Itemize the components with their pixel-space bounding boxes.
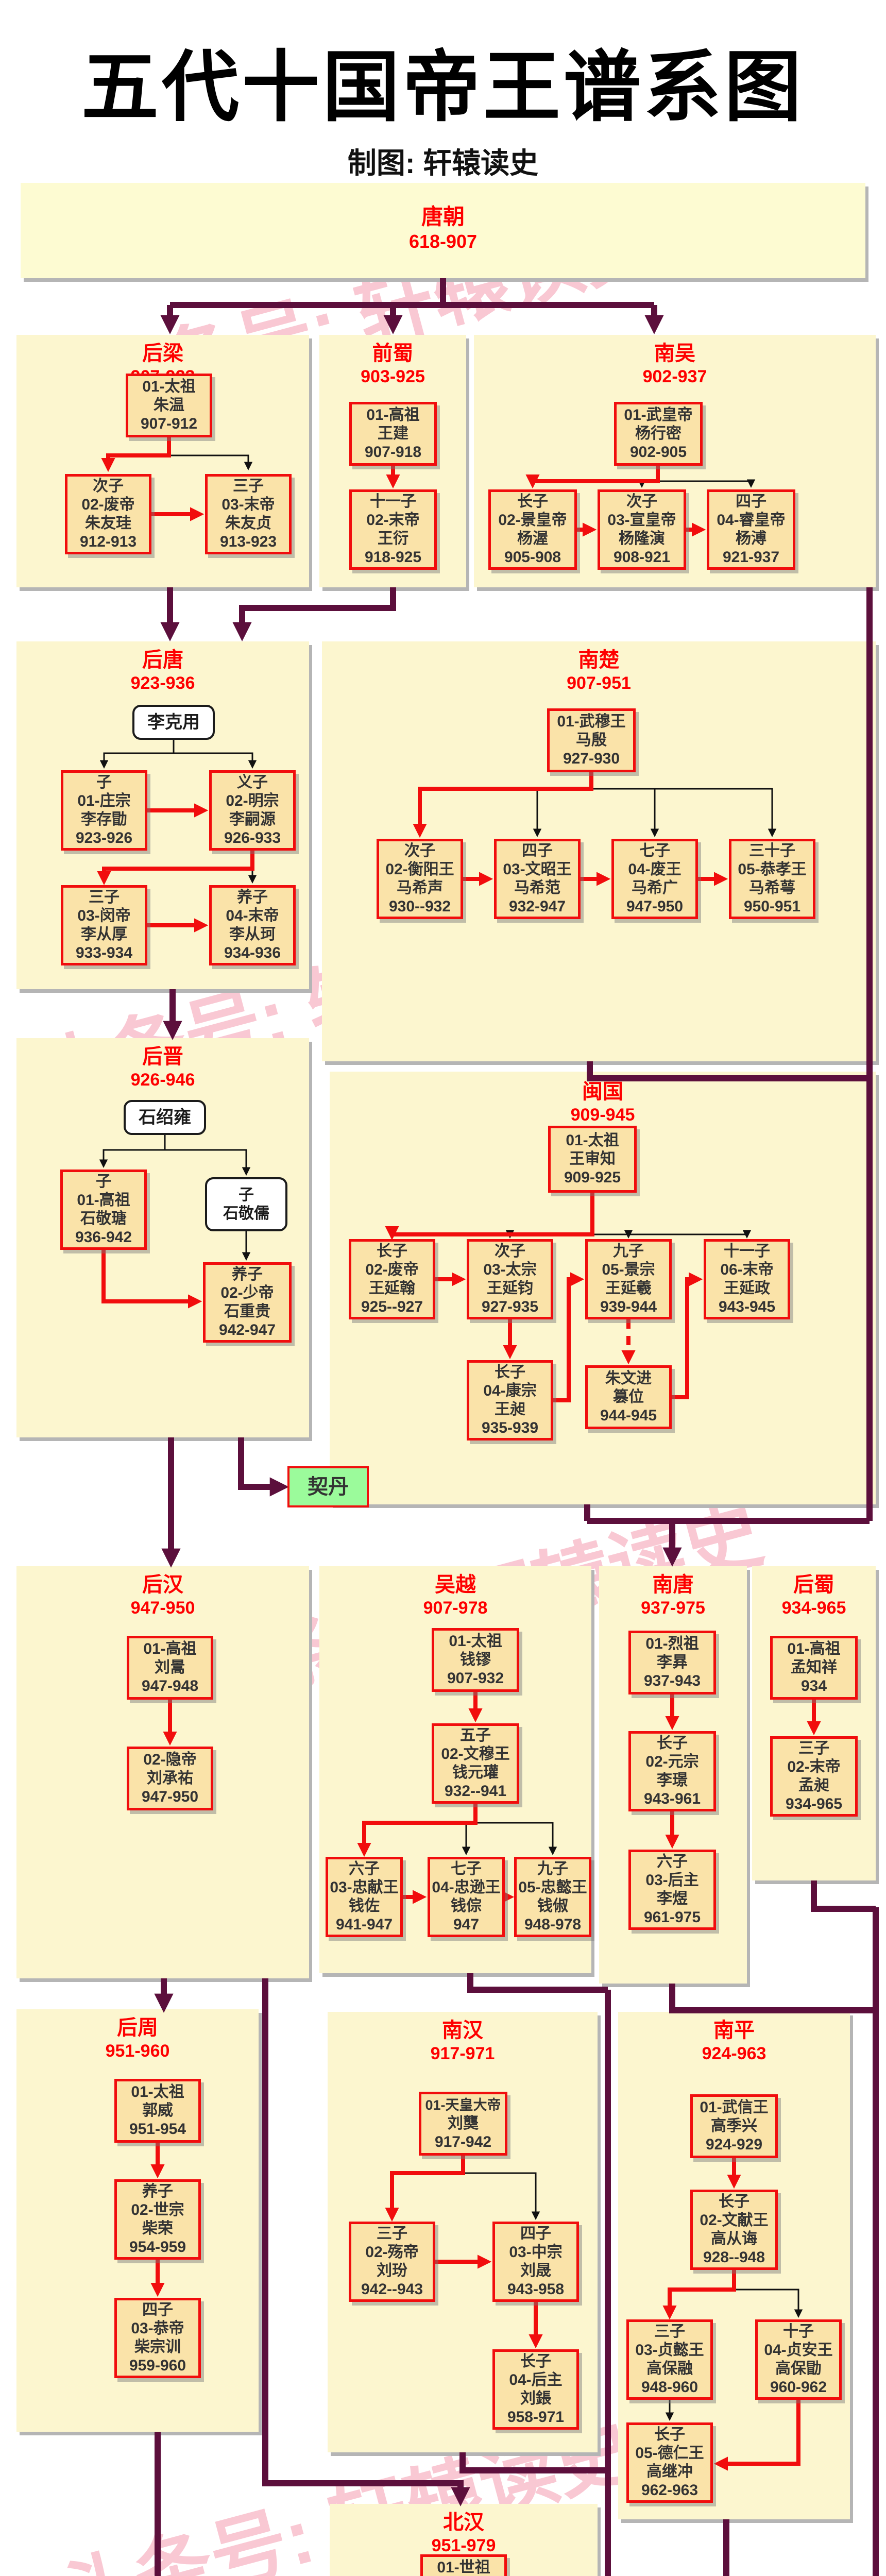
- khitan-box: 契丹: [287, 1466, 369, 1507]
- tang-name: 唐朝: [421, 205, 465, 229]
- section-houshu-years: 934-965: [781, 1598, 846, 1618]
- section-beihan-years: 951-979: [431, 2536, 496, 2555]
- section-houjin-years: 926-946: [130, 1070, 195, 1090]
- section-nanchu-years: 907-951: [567, 673, 631, 693]
- page-subtitle: 制图: 轩辕读史: [347, 147, 539, 179]
- section-beihan-title: 北汉: [443, 2511, 484, 2534]
- section-nanwu-title: 南吴: [654, 342, 695, 365]
- section-min-years: 909-945: [570, 1105, 635, 1125]
- section-wuyue-title: 吴越: [435, 1573, 476, 1596]
- section-qianshu-years: 903-925: [361, 367, 425, 386]
- tang-years: 618-907: [408, 231, 478, 252]
- section-houliang-title: 后梁: [142, 342, 183, 365]
- section-nantang-years: 937-975: [641, 1598, 705, 1618]
- tang-dynasty-bar: 唐朝 618-907: [21, 183, 865, 278]
- page-title: 五代十国帝王谱系图: [81, 44, 805, 130]
- section-houtang-years: 923-936: [130, 673, 195, 693]
- section-houhan-years: 947-950: [130, 1598, 195, 1618]
- emperor-box: 01-世祖刘旻951-954: [420, 2554, 507, 2576]
- section-houzhou-title: 后周: [117, 2016, 158, 2039]
- ancestor-box: 李克用: [132, 705, 215, 740]
- section-houjin-title: 后晋: [142, 1045, 183, 1068]
- section-nanhan-years: 917-971: [430, 2044, 495, 2063]
- section-houhan-title: 后汉: [142, 1573, 183, 1596]
- section-nantang-title: 南唐: [652, 1573, 694, 1596]
- section-houshu-title: 后蜀: [793, 1573, 834, 1596]
- section-min-title: 闽国: [582, 1080, 623, 1103]
- section-houzhou-years: 951-960: [105, 2041, 170, 2061]
- section-nanping-title: 南平: [713, 2019, 755, 2042]
- section-nanhan-title: 南汉: [442, 2019, 483, 2042]
- section-wuyue-years: 907-978: [423, 1598, 488, 1618]
- section-nanchu-title: 南楚: [578, 649, 620, 671]
- section-houtang-title: 后唐: [142, 649, 183, 671]
- section-qianshu-title: 前蜀: [372, 342, 414, 365]
- ancestor-box: 石绍雍: [124, 1100, 206, 1135]
- ancestor-box: 子石敬儒: [205, 1177, 287, 1231]
- section-nanwu-years: 902-937: [642, 367, 707, 386]
- section-nanping-years: 924-963: [702, 2044, 766, 2063]
